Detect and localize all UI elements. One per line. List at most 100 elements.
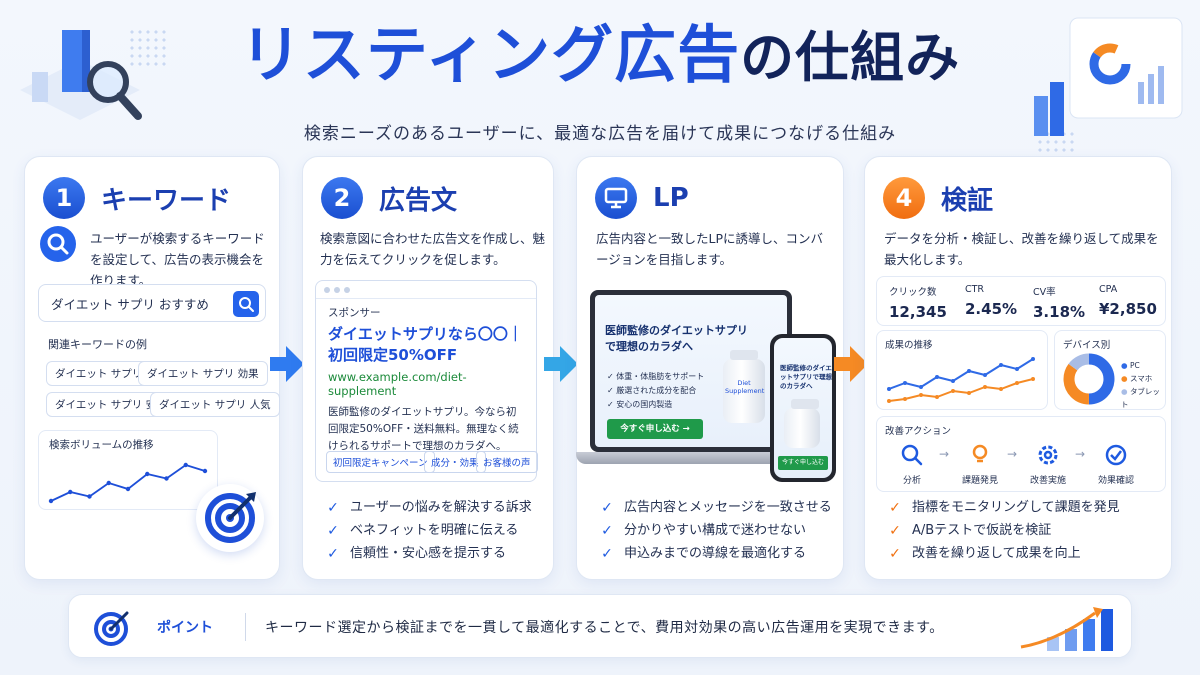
point-label: ポイント: [157, 620, 213, 636]
action-find-issue: 課題発見: [955, 441, 1005, 486]
trend-series-orange-point: [935, 395, 939, 399]
step-description: ユーザーが検索するキーワードを設定して、広告の表示機会を作ります。: [90, 231, 265, 288]
volume-line: [50, 464, 206, 502]
step-title: キーワード: [101, 185, 232, 216]
step-header: 4 検証: [883, 177, 993, 219]
check-item: ✓A/Bテストで仮説を検証: [887, 519, 1120, 542]
volume-point: [183, 462, 188, 468]
ad-sitelink[interactable]: お客様の声: [476, 451, 538, 473]
flow-arrow: [834, 357, 850, 371]
trend-series-blue-point: [935, 375, 939, 379]
keyword-chip[interactable]: ダイエット サプリ: [46, 361, 152, 386]
divider: [245, 613, 246, 641]
performance-trend-panel: 成果の推移: [876, 330, 1048, 410]
lp-cta-button[interactable]: 今すぐ申し込む →: [607, 419, 703, 439]
step-title: 広告文: [379, 185, 458, 216]
arrow-right-icon: →: [939, 447, 950, 461]
arrow-right-icon: →: [1075, 447, 1086, 461]
search-input[interactable]: ダイエット サプリ おすすめ: [38, 284, 266, 322]
search-value: ダイエット サプリ おすすめ: [51, 296, 209, 312]
trend-series-blue-point: [887, 387, 891, 391]
device-label: デバイス別: [1063, 340, 1111, 351]
trend-series-orange-point: [967, 391, 971, 395]
trend-series-blue: [888, 358, 1034, 390]
point-bar: ポイント キーワード選定から検証までを一貫して最適化することで、費用対効果の高い…: [68, 594, 1132, 658]
donut-slice: [1063, 353, 1115, 405]
check-list: ✓広告内容とメッセージを一致させる ✓分かりやすい構成で迷わせない ✓申込みまで…: [599, 496, 832, 565]
trend-series-orange-point: [1015, 381, 1019, 385]
trend-series-orange-point: [983, 385, 987, 389]
check-item: ✓信頼性・安心感を提示する: [325, 542, 532, 565]
check-icon: ✓: [327, 545, 339, 562]
lp-point: ✓ 体重・体脂肪をサポート: [607, 372, 705, 381]
keyword-chip[interactable]: ダイエット サプリ 効果: [138, 361, 268, 386]
search-icon: [40, 226, 76, 262]
trend-label: 成果の推移: [885, 340, 933, 351]
page-subtitle: 検索ニーズのあるユーザーに、最適な広告を届けて成果につなげる仕組み: [303, 124, 897, 144]
volume-point: [202, 468, 208, 474]
flow-arrow: [270, 357, 286, 371]
step-header: 2 広告文: [321, 177, 457, 219]
action-implement: 改善実施: [1023, 441, 1073, 486]
monitor-icon: [595, 177, 637, 219]
step-description: 検索意図に合わせた広告文を作成し、魅力を伝えてクリックを促します。: [320, 231, 546, 267]
check-item: ✓広告内容とメッセージを一致させる: [599, 496, 832, 519]
volume-point: [106, 480, 111, 486]
phone-mockup: 医師監修のダイエットサプリで理想のカラダへ 今すぐ申し込む: [770, 334, 836, 482]
keyword-chip[interactable]: ダイエット サプリ 人気: [150, 392, 280, 417]
trend-series-blue-point: [919, 385, 923, 389]
search-button[interactable]: [233, 291, 259, 317]
laptop-base: [576, 452, 806, 464]
bottle-label: Diet Supplement: [725, 379, 765, 395]
volume-point: [125, 486, 131, 492]
lp-point: ✓ 厳選された成分を配合: [607, 386, 697, 395]
search-icon: [898, 441, 926, 469]
step-number: 4: [883, 177, 925, 219]
lp-screen: 医師監修のダイエットサプリで理想のカラダへ ✓ 体重・体脂肪をサポート ✓ 厳選…: [595, 295, 787, 447]
check-icon: ✓: [601, 499, 613, 516]
trend-series-blue-point: [1015, 367, 1019, 371]
check-icon: ✓: [889, 522, 901, 539]
improvement-actions-panel: 改善アクション 分析 → 課題発見 → 改善実施 → 効果確認: [876, 416, 1166, 492]
step-title: LP: [653, 183, 689, 213]
ad-sitelink[interactable]: 成分・効果: [424, 451, 486, 473]
lightbulb-icon: [966, 441, 994, 469]
kpi-cpa: CPA¥2,850: [1099, 284, 1157, 318]
title-main: リスティング広告: [239, 18, 741, 91]
trend-series-orange-point: [919, 393, 923, 397]
step-title: 検証: [941, 185, 994, 216]
check-icon: ✓: [601, 545, 613, 562]
flow-arrow-head: [286, 346, 304, 382]
supplement-bottle: Diet Supplement: [723, 350, 765, 423]
trend-series-orange-point: [887, 399, 891, 403]
ad-url[interactable]: www.example.com/diet-supplement: [328, 370, 467, 398]
trend-series-orange-point: [903, 397, 907, 401]
check-list: ✓指標をモニタリングして課題を発見 ✓A/Bテストで仮説を検証 ✓改善を繰り返し…: [887, 496, 1120, 565]
check-icon: ✓: [889, 499, 901, 516]
step-header: LP: [595, 177, 689, 219]
ad-headline[interactable]: ダイエットサプリなら〇〇｜初回限定50%OFF: [328, 325, 523, 364]
title-sub: の仕組み: [740, 26, 961, 89]
check-list: ✓ユーザーの悩みを解決する訴求 ✓ベネフィットを明確に伝える ✓信頼性・安心感を…: [325, 496, 532, 565]
step-header: 1 キーワード: [43, 177, 231, 219]
gear-icon: [1034, 441, 1062, 469]
trend-series-blue-point: [1031, 357, 1035, 361]
lp-point: ✓ 安心の国内製造: [607, 400, 673, 409]
actions-label: 改善アクション: [885, 426, 952, 437]
point-text: キーワード選定から検証までを一貫して最適化することで、費用対効果の高い広告運用を…: [265, 620, 944, 636]
related-keywords-panel: 関連キーワードの例: [38, 330, 266, 420]
volume-point: [145, 471, 150, 477]
step-description: 広告内容と一致したLPに誘導し、コンバージョンを目指します。: [596, 231, 824, 267]
volume-point: [48, 498, 54, 504]
flow-arrow-head: [560, 346, 578, 382]
ad-sponsor-label: スポンサー: [328, 307, 381, 319]
device-donut-chart: [1063, 353, 1115, 405]
phone-cta-button[interactable]: 今すぐ申し込む: [778, 456, 828, 470]
search-volume-chart: [48, 462, 208, 504]
trend-series-orange-point: [1031, 377, 1035, 381]
ad-sitelink[interactable]: 初回限定キャンペーン: [326, 451, 435, 473]
donut-slice: [1063, 353, 1115, 405]
